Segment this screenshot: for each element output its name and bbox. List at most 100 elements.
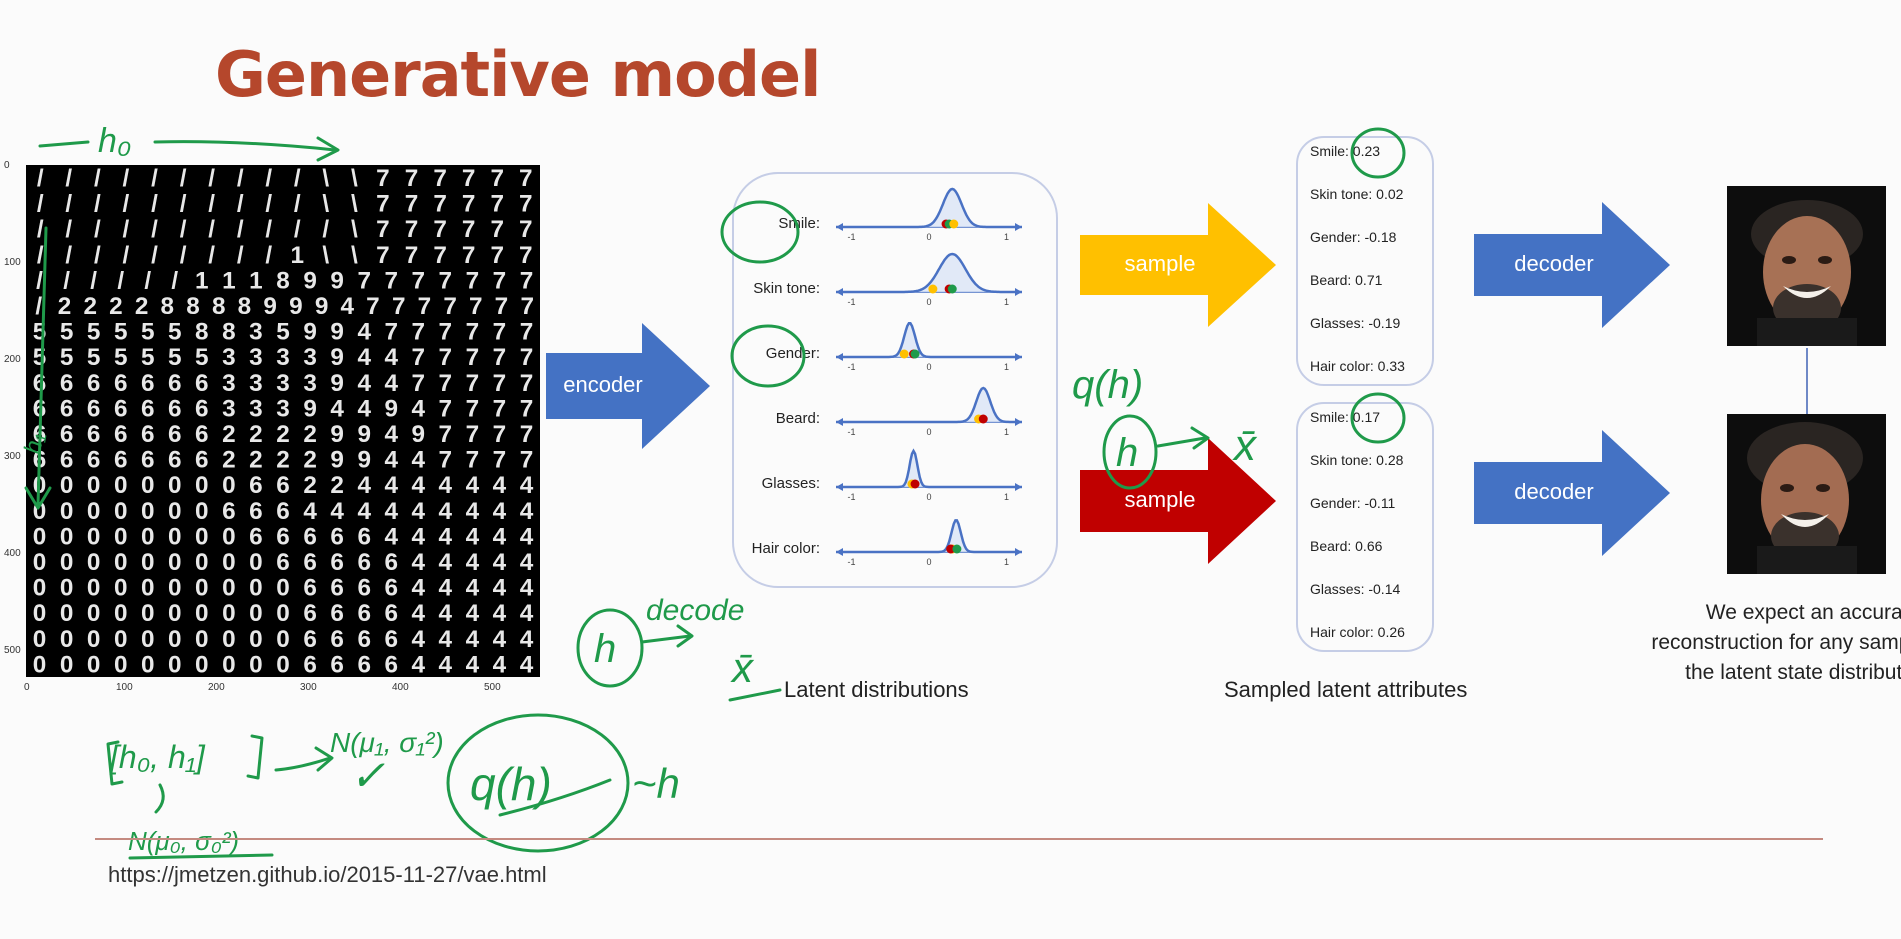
digit-glyph: 3 <box>249 370 263 397</box>
digit-glyph: 3 <box>222 395 236 422</box>
digit-glyph: 4 <box>412 498 426 525</box>
sampled-attribute: Beard: 0.71 <box>1310 272 1383 288</box>
sampled-attributes-bottom-panel <box>1296 402 1434 652</box>
digit-glyph: 4 <box>520 600 534 627</box>
digit-glyph: 6 <box>357 549 371 576</box>
digit-glyph: 0 <box>141 523 155 550</box>
digit-glyph: 3 <box>276 344 290 371</box>
x-tick-label: 500 <box>484 682 501 693</box>
digit-glyph: 7 <box>384 267 398 294</box>
distribution-tick-label: -1 <box>847 232 855 242</box>
digit-glyph: 3 <box>276 395 290 422</box>
y-tick-label: 100 <box>4 257 21 268</box>
digit-glyph: 0 <box>195 626 209 653</box>
digit-glyph: 7 <box>493 370 507 397</box>
digit-glyph: 2 <box>249 421 263 448</box>
digit-glyph: 4 <box>466 651 480 677</box>
digit-glyph: 8 <box>222 319 236 346</box>
digit-glyph: \ <box>351 216 358 243</box>
distribution-tick-label: 0 <box>926 232 931 242</box>
digit-glyph: 6 <box>303 523 317 550</box>
digit-glyph: 7 <box>366 293 380 320</box>
sample-dot <box>899 349 909 359</box>
distribution-label: Smile: <box>778 215 820 232</box>
digit-glyph: 0 <box>114 523 128 550</box>
digit-glyph: 7 <box>412 267 426 294</box>
sample-arrow-top-shape <box>1080 203 1276 327</box>
digit-glyph: / <box>123 165 130 192</box>
digit-glyph: 4 <box>466 549 480 576</box>
decoder-label-bottom: decoder <box>1514 479 1594 504</box>
digit-glyph: 5 <box>60 344 74 371</box>
digit-glyph: 5 <box>33 319 47 346</box>
q-h-bottom-circle <box>446 713 630 853</box>
check-handwriting: ✓ <box>350 752 385 799</box>
digit-glyph: 4 <box>330 395 344 422</box>
digit-glyph: 4 <box>493 523 507 550</box>
digit-glyph: 2 <box>276 421 290 448</box>
distribution-tick-label: 1 <box>1004 557 1009 567</box>
digit-glyph: 6 <box>33 421 47 448</box>
encoder-arrow-shape <box>546 323 710 449</box>
digit-glyph: 5 <box>87 344 101 371</box>
digit-glyph: 6 <box>168 421 182 448</box>
digit-glyph: 6 <box>33 447 47 474</box>
digit-glyph: 4 <box>384 523 398 550</box>
distribution-curve <box>836 187 1022 229</box>
digit-glyph: 7 <box>493 267 507 294</box>
digit-glyph: 4 <box>439 600 453 627</box>
digit-glyph: 4 <box>520 651 534 677</box>
digit-glyph: 5 <box>114 319 128 346</box>
distribution-label: Skin tone: <box>753 280 820 297</box>
digit-glyph: 7 <box>466 447 480 474</box>
source-link[interactable]: https://jmetzen.github.io/2015-11-27/vae… <box>108 862 547 887</box>
digit-glyph: 6 <box>141 447 155 474</box>
digit-glyph: / <box>94 165 101 192</box>
digit-glyph: 0 <box>222 472 236 499</box>
x-tick-label: 300 <box>300 682 317 693</box>
digit-glyph: 7 <box>405 191 419 218</box>
decode-arrowhead <box>676 624 694 648</box>
q-h-mid-handwriting: q(h) <box>1072 363 1143 407</box>
digit-glyph: 4 <box>439 651 453 677</box>
digit-glyph: 6 <box>168 395 182 422</box>
sample-dot <box>928 284 938 294</box>
digit-glyph: 4 <box>412 549 426 576</box>
digit-glyph: 7 <box>493 319 507 346</box>
digit-glyph: 6 <box>276 549 290 576</box>
digit-glyph: 6 <box>141 370 155 397</box>
digit-glyph: 0 <box>222 651 236 677</box>
digit-glyph: / <box>265 242 272 269</box>
digit-glyph: 7 <box>384 319 398 346</box>
digit-glyph: 6 <box>87 421 101 448</box>
digit-glyph: 7 <box>469 293 483 320</box>
digit-glyph: 7 <box>490 216 504 243</box>
distribution-fill <box>836 451 1022 487</box>
digit-glyph: 4 <box>466 523 480 550</box>
digit-glyph: 4 <box>303 498 317 525</box>
distribution-label: Gender: <box>765 345 820 362</box>
digit-glyph: 0 <box>249 575 263 602</box>
digit-glyph: 6 <box>303 575 317 602</box>
digit-glyph: / <box>65 191 72 218</box>
digit-glyph: 6 <box>303 600 317 627</box>
sample-arrow-bottom: sample <box>1080 438 1276 564</box>
distribution-tick-label: 1 <box>1004 362 1009 372</box>
digit-glyph: 7 <box>405 242 419 269</box>
digit-glyph: 6 <box>60 370 74 397</box>
sample-dot <box>947 284 957 294</box>
digit-glyph: 7 <box>439 267 453 294</box>
digit-glyph: 6 <box>330 523 344 550</box>
digit-glyph: 6 <box>276 523 290 550</box>
digit-glyph: 6 <box>114 370 128 397</box>
h0-arrowhead <box>316 136 340 162</box>
digit-glyph: 0 <box>195 549 209 576</box>
slide-title: Generative model <box>215 38 821 111</box>
sampled-attribute: Glasses: -0.19 <box>1310 315 1401 331</box>
digit-glyph: 7 <box>493 395 507 422</box>
digit-glyph: 0 <box>195 651 209 677</box>
digit-glyph: 4 <box>412 523 426 550</box>
digit-glyph: 6 <box>330 575 344 602</box>
decoder-arrow-bottom: decoder <box>1474 430 1670 556</box>
digit-glyph: 0 <box>249 549 263 576</box>
